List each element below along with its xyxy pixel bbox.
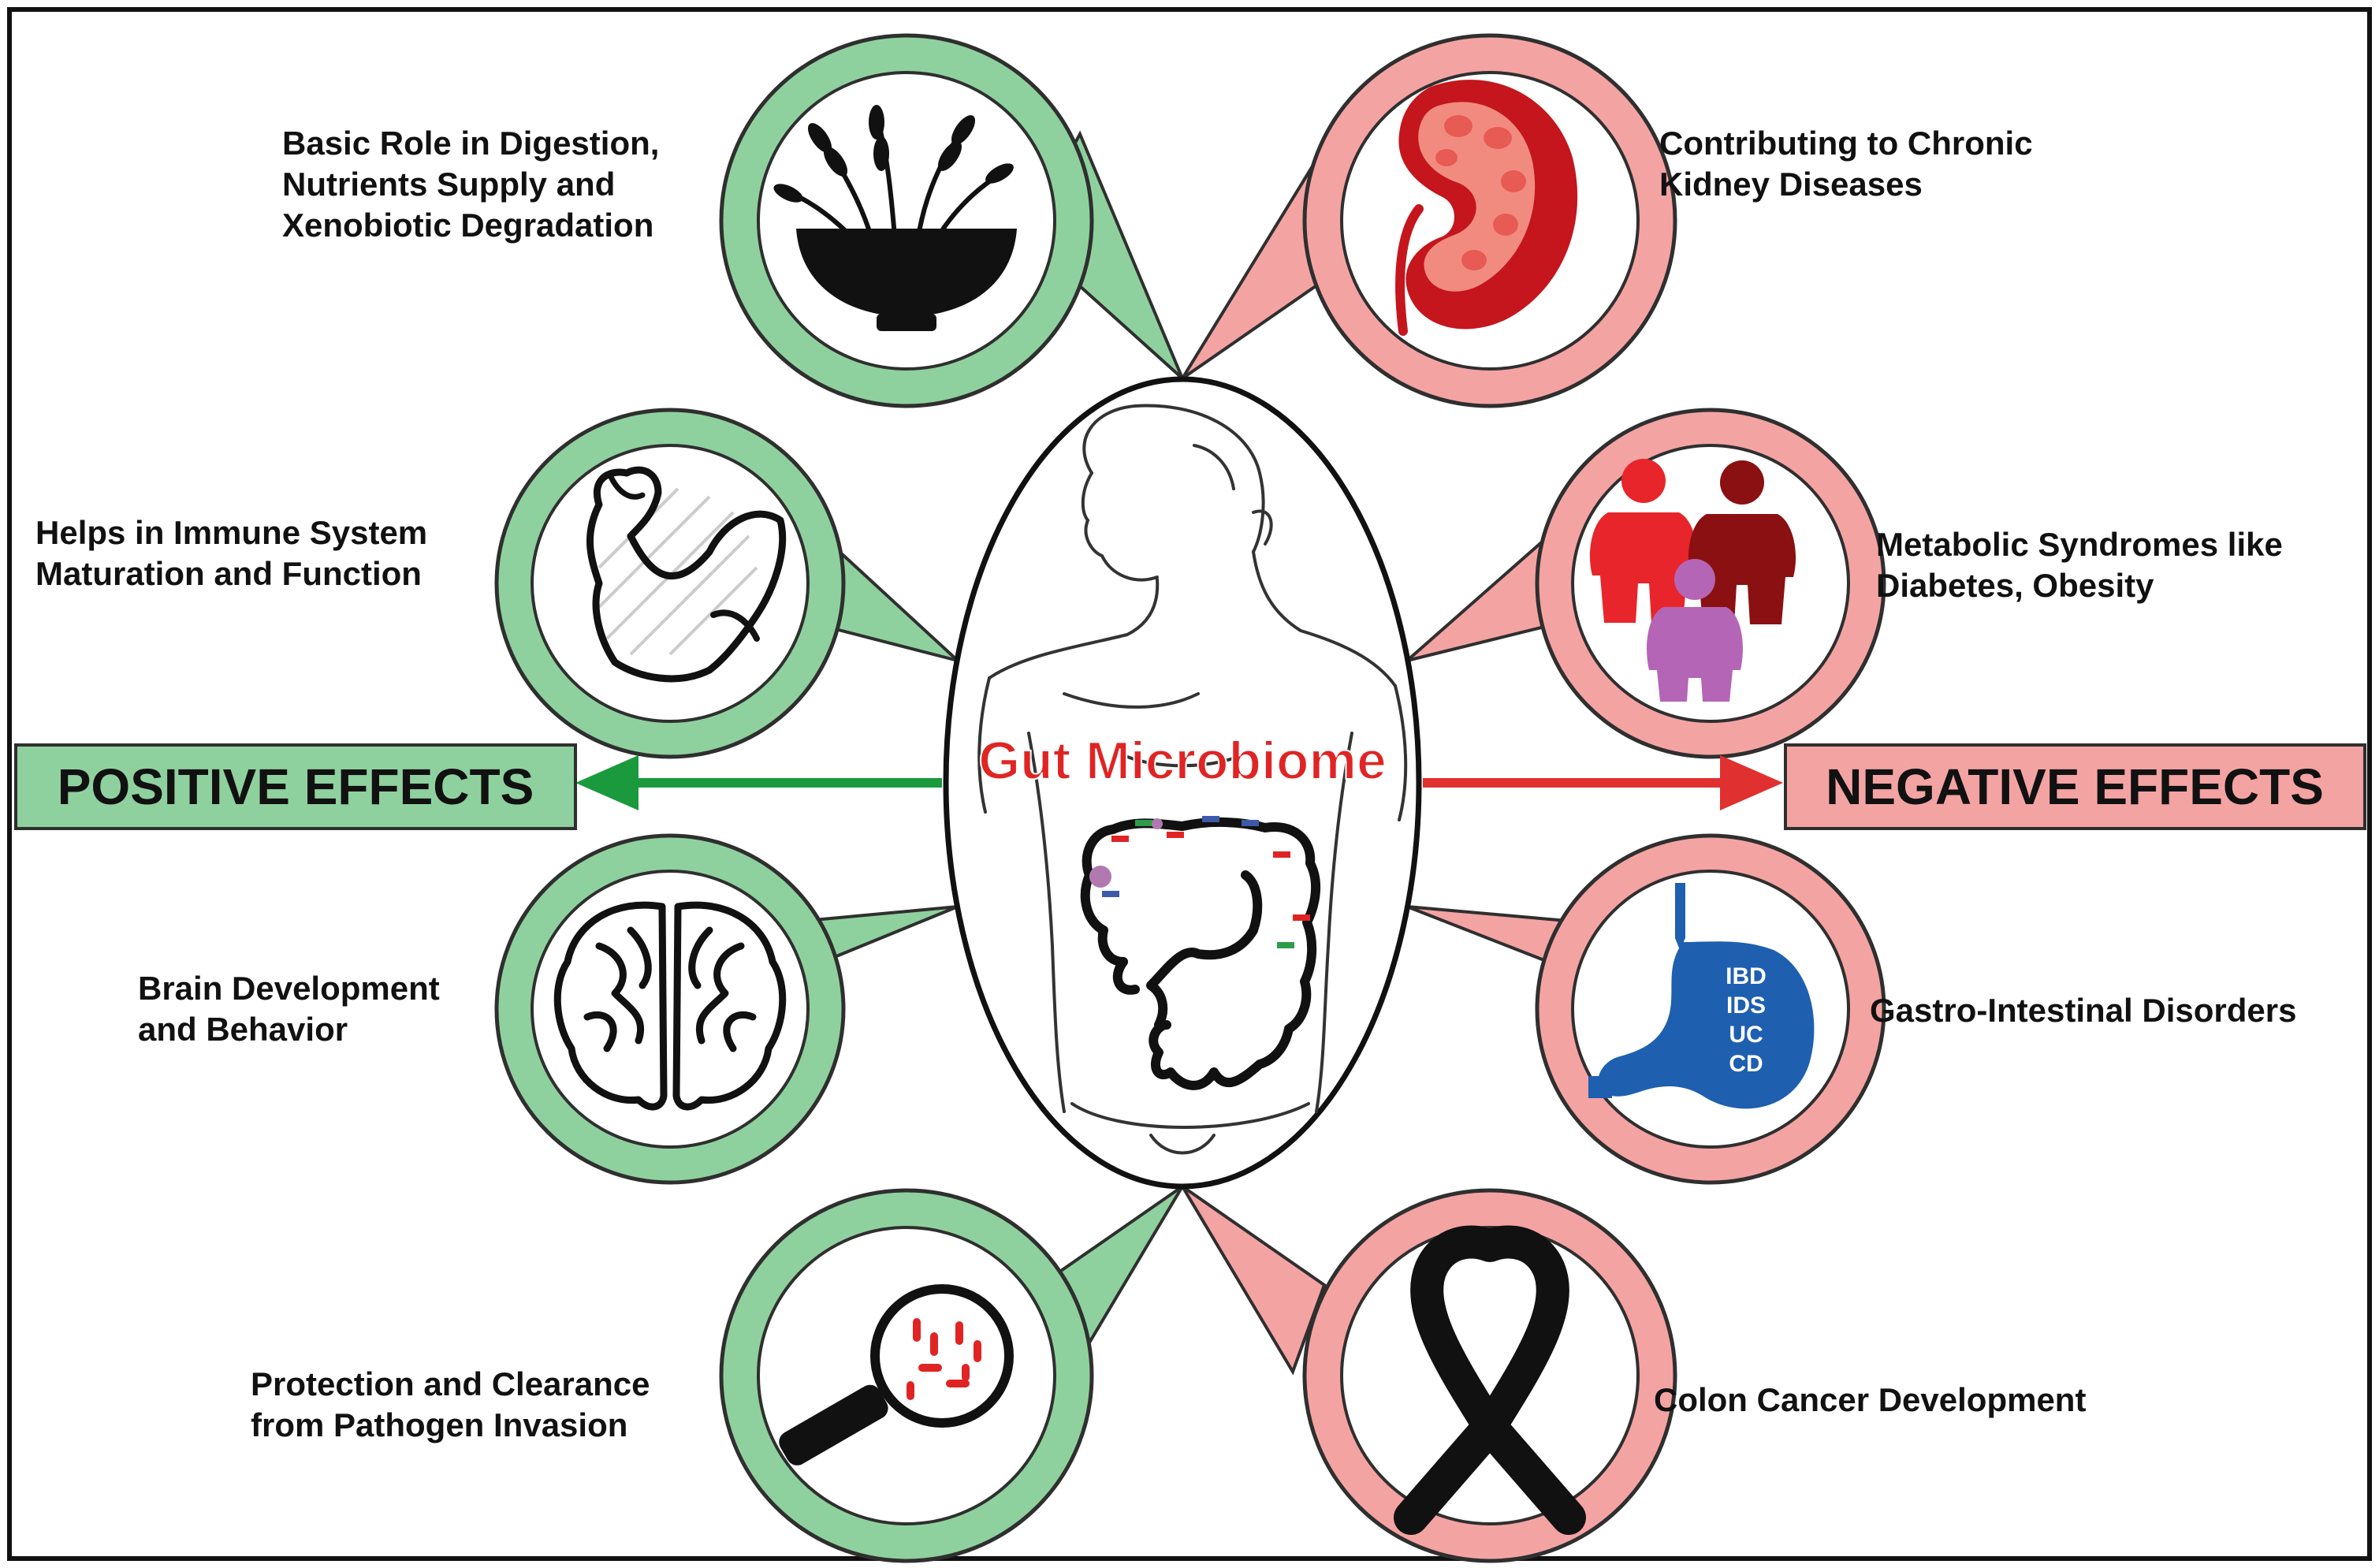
metabolic-label-line2: Diabetes, Obesity bbox=[1876, 567, 2154, 604]
stomach-label-uc: UC bbox=[1729, 1022, 1763, 1048]
kidney-label-line2: Kidney Diseases bbox=[1659, 166, 1923, 203]
magnifier-bacteria-icon bbox=[779, 1284, 1014, 1466]
obese-people-icon bbox=[1589, 459, 1796, 702]
human-torso-icon bbox=[977, 404, 1408, 1155]
stomach-label-ibd: IBD bbox=[1726, 963, 1767, 989]
colon-icon bbox=[1080, 816, 1321, 1090]
negative-arrow-head bbox=[1720, 755, 1783, 810]
digestion-label-line1: Basic Role in Digestion, bbox=[282, 125, 659, 162]
gut-microbiome-title: Gut Microbiome bbox=[978, 731, 1387, 791]
brain-label-line2: and Behavior bbox=[138, 1011, 348, 1048]
digestion-label-line3: Xenobiotic Degradation bbox=[282, 207, 653, 244]
stomach-label-ids: IDS bbox=[1726, 993, 1766, 1019]
bowl-wheat-icon bbox=[773, 105, 1017, 331]
positive-header-box bbox=[14, 743, 577, 830]
stomach-label-cd: CD bbox=[1729, 1051, 1763, 1077]
gastro-label: Gastro-Intestinal Disorders bbox=[1870, 992, 2296, 1029]
positive-arrow-head bbox=[575, 755, 638, 810]
bubble-immune bbox=[494, 408, 959, 759]
negative-header-box bbox=[1784, 743, 2366, 830]
brain-icon bbox=[553, 901, 787, 1111]
negative-effects-header: NEGATIVE EFFECTS bbox=[1826, 758, 2324, 815]
pathogen-label-line2: from Pathogen Invasion bbox=[251, 1406, 627, 1443]
pathogen-label-line1: Protection and Clearance bbox=[251, 1365, 650, 1402]
stomach-icon: IBD IDS UC CD bbox=[1588, 883, 1815, 1109]
kidney-icon bbox=[1395, 80, 1578, 336]
positive-effects-header: POSITIVE EFFECTS bbox=[58, 758, 534, 815]
colon-cancer-label: Colon Cancer Development bbox=[1654, 1381, 2086, 1418]
bubble-brain bbox=[494, 833, 959, 1185]
metabolic-label-line1: Metabolic Syndromes like bbox=[1876, 526, 2283, 563]
immune-label-line2: Maturation and Function bbox=[35, 555, 422, 592]
awareness-ribbon-icon bbox=[1394, 1225, 1586, 1535]
immune-label-line1: Helps in Immune System bbox=[35, 514, 427, 551]
digestion-label-line2: Nutrients Supply and bbox=[282, 166, 615, 203]
flexed-arm-icon bbox=[586, 466, 787, 683]
kidney-label-line1: Contributing to Chronic bbox=[1659, 125, 2033, 162]
brain-label-line1: Brain Development bbox=[138, 970, 440, 1007]
